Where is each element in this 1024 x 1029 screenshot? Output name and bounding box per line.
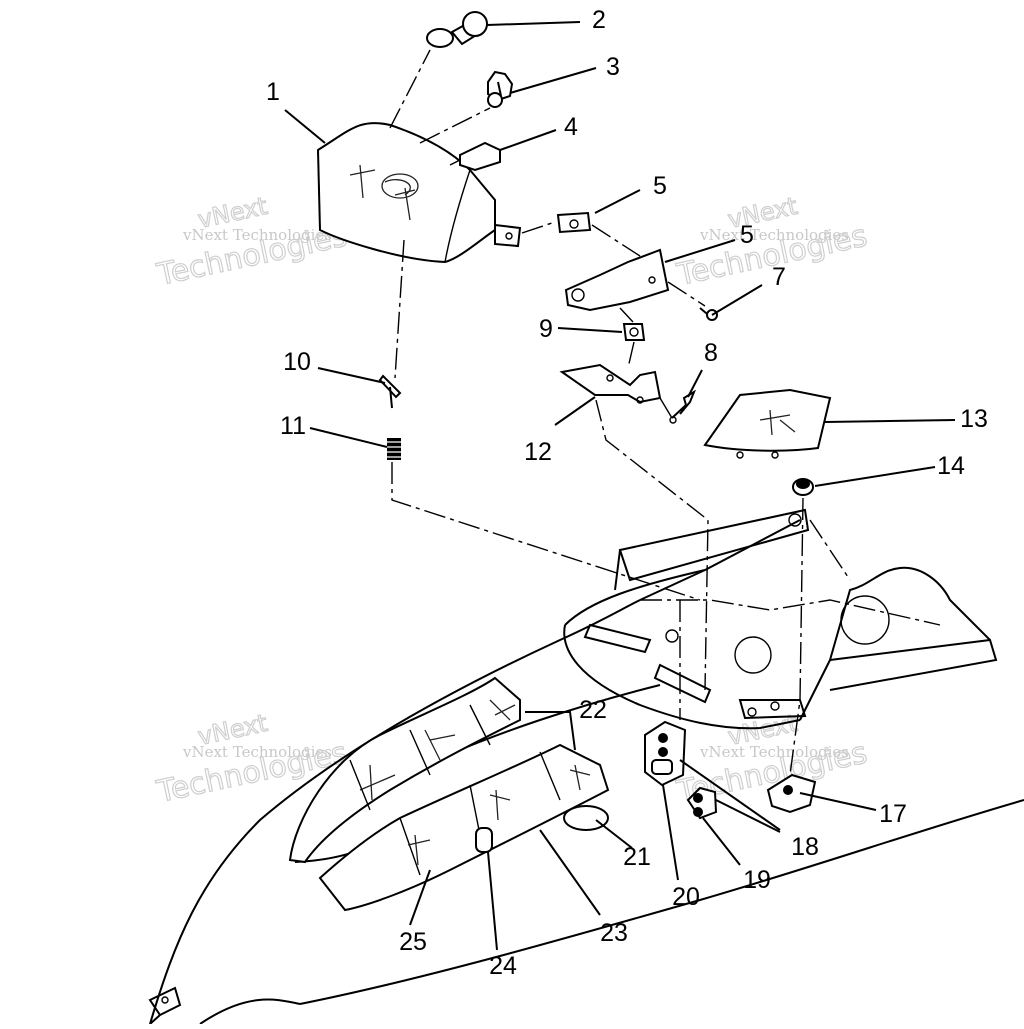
part-10-pin — [378, 374, 402, 409]
callout-19: 19 — [743, 866, 771, 894]
callout-8: 8 — [704, 339, 718, 367]
watermark-company: vNext Technologies — [182, 743, 332, 761]
callout-9: 9 — [539, 315, 553, 343]
callout-10: 10 — [283, 348, 311, 376]
callout-13: 13 — [960, 405, 988, 433]
callout-3: 3 — [606, 53, 620, 81]
part-5-pad — [556, 211, 592, 234]
callout-25: 25 — [399, 928, 427, 956]
leader-lines — [284, 21, 956, 951]
callout-18: 18 — [791, 833, 819, 861]
callout-12: 12 — [524, 438, 552, 466]
callout-23: 23 — [600, 919, 628, 947]
callout-14: 14 — [937, 452, 965, 480]
watermark-company: vNext Technologies — [699, 743, 849, 761]
callout-21: 21 — [623, 843, 651, 871]
instrument-panel — [318, 743, 610, 912]
part-20-mount-plate — [644, 720, 687, 787]
callout-4: 4 — [564, 113, 578, 141]
assembly-centerlines — [389, 49, 804, 776]
part-19-nut-plate — [686, 786, 718, 820]
callout-labels: 1 2 3 4 5 5 7 8 9 10 11 12 13 14 17 18 1… — [266, 6, 988, 980]
watermark-company: vNext Technologies — [699, 226, 849, 244]
callout-1: 1 — [266, 78, 280, 106]
part-13-trim-panel — [703, 388, 832, 459]
part-1-pod-cover — [316, 121, 522, 264]
callout-11: 11 — [280, 412, 306, 440]
part-8-clip — [669, 389, 697, 424]
part-12-bracket — [559, 363, 662, 404]
part-4-connector — [459, 141, 501, 172]
part-5-bracket — [564, 248, 670, 312]
part-9-nut — [622, 323, 646, 341]
part-3-switch — [487, 70, 514, 108]
callout-17: 17 — [879, 800, 907, 828]
callout-2: 2 — [592, 6, 606, 34]
callout-22: 22 — [579, 696, 607, 724]
part-14-grommet — [792, 478, 814, 496]
callout-20: 20 — [672, 883, 700, 911]
console-panel — [563, 508, 998, 730]
part-2-key — [426, 11, 488, 48]
callout-24: 24 — [489, 952, 517, 980]
windshield-trim-22 — [288, 676, 521, 864]
watermark-company: vNext Technologies — [182, 226, 332, 244]
part-17-plate — [766, 773, 817, 814]
callout-7: 7 — [772, 263, 786, 291]
callout-5-bracket: 5 — [740, 221, 754, 249]
part-11-spring — [387, 438, 401, 460]
callout-5-pad: 5 — [653, 172, 667, 200]
watermark-top-right: vNext vNext Technologies Technologies — [673, 191, 871, 293]
